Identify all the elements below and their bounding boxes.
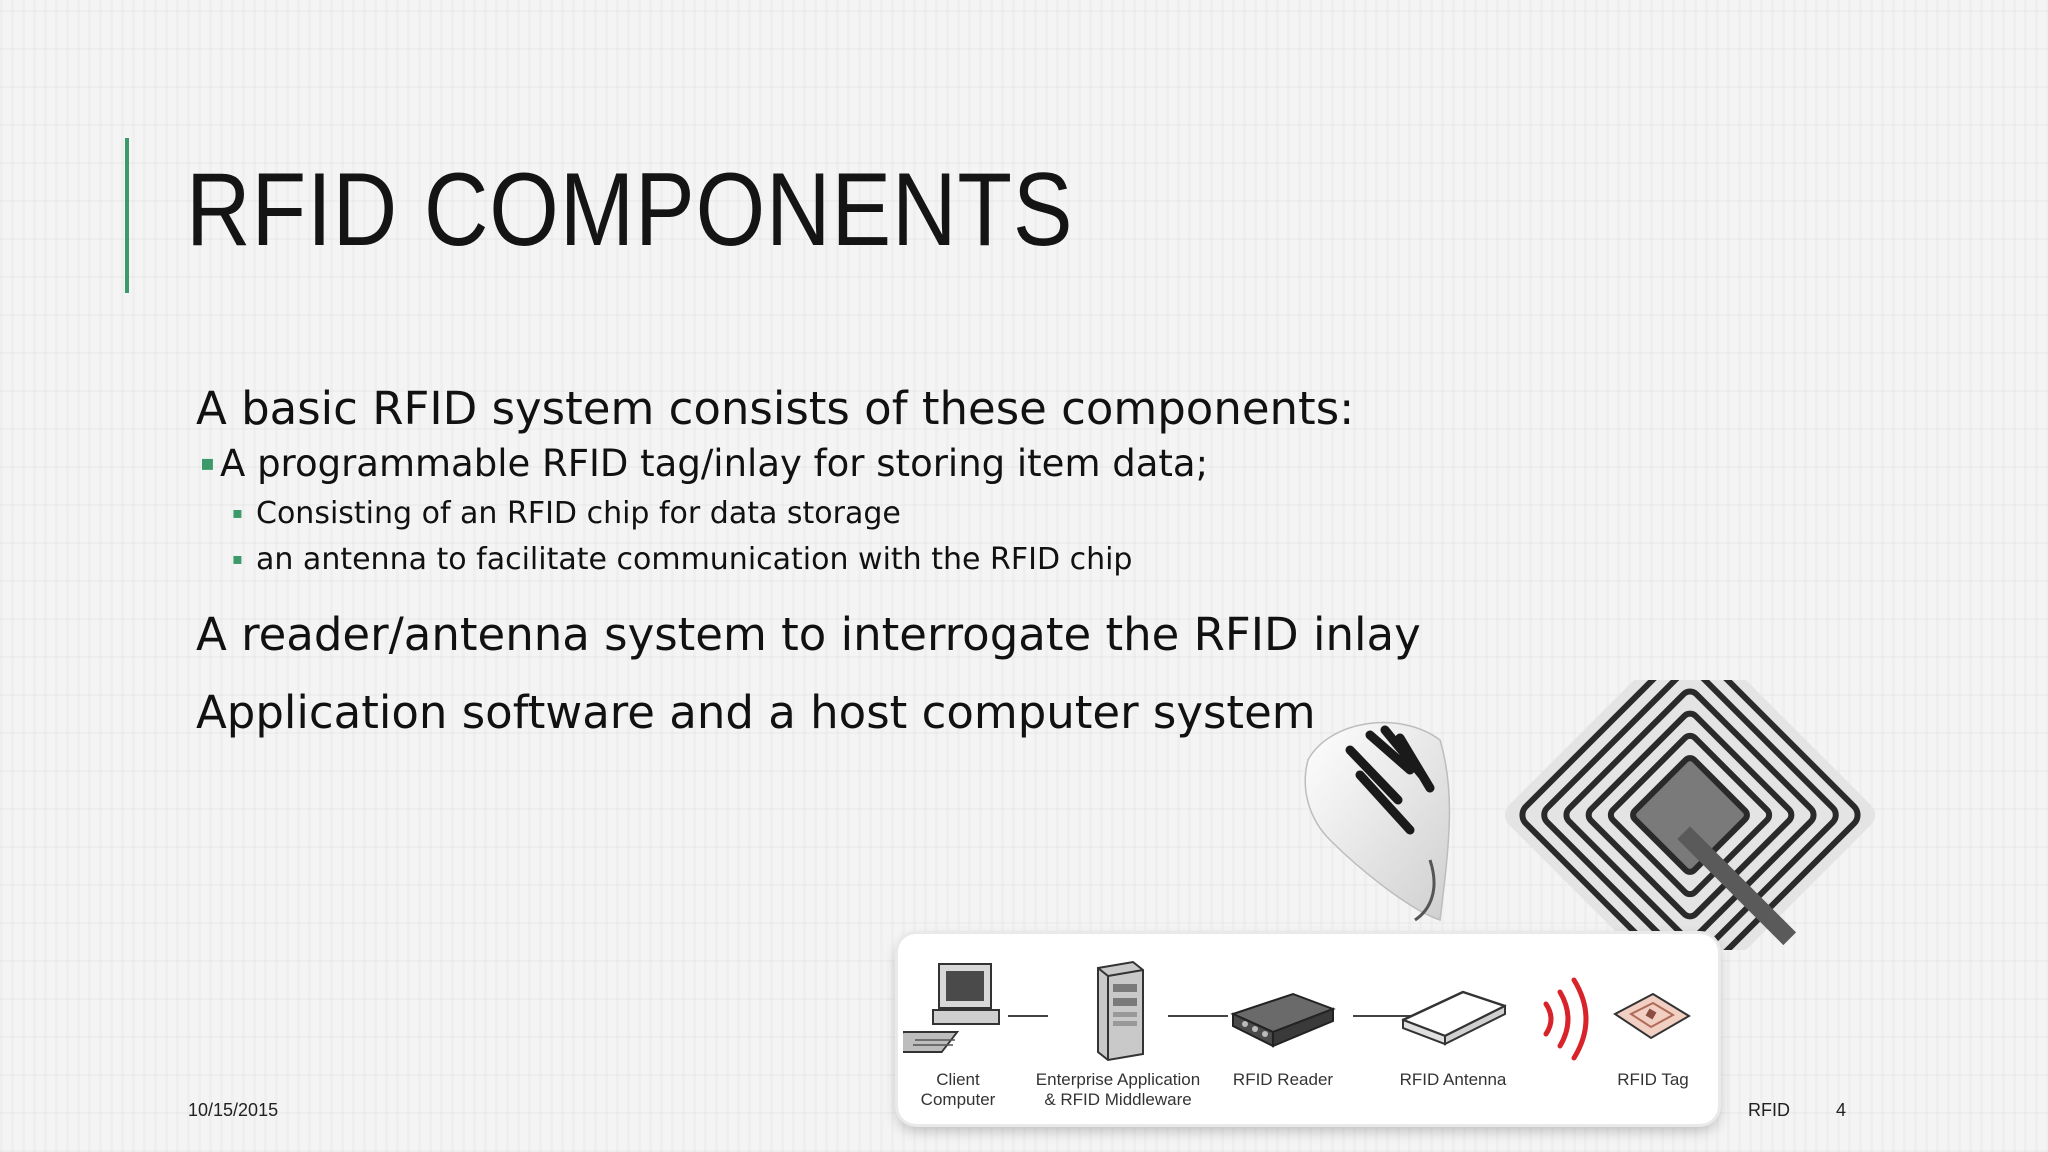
- curled-label-icon: [1304, 721, 1451, 922]
- title-accent-bar: [125, 138, 129, 293]
- diagram-node-label: RFID Tag: [1617, 1070, 1689, 1089]
- diagram-node-label: Client Computer: [920, 1070, 996, 1109]
- diagram-node-client-computer: Client Computer: [898, 954, 1018, 1110]
- body-line-software: Application software and a host computer…: [196, 686, 1316, 739]
- bullet-icon: ▪: [232, 549, 243, 568]
- body-line-basic-system: A basic RFID system consists of these co…: [196, 382, 1355, 435]
- diagram-node-label: RFID Reader: [1232, 1070, 1334, 1089]
- diagram-node-rfid-tag: RFID Tag: [1598, 954, 1708, 1090]
- antenna-icon: [1401, 990, 1507, 1046]
- rfid-system-diagram: Client Computer Enterprise Application &…: [898, 934, 1718, 1124]
- sub-bullet-chip: ▪ Consisting of an RFID chip for data sto…: [232, 490, 1496, 536]
- bullet-icon: ▪: [232, 503, 243, 522]
- spiral-antenna-tag-icon: [1504, 680, 1876, 950]
- server-icon: [1097, 960, 1144, 1062]
- diagram-node-label: Enterprise Application & RFID Middleware: [1035, 1070, 1201, 1109]
- slide-body: A basic RFID system consists of these co…: [196, 380, 1496, 742]
- body-line-reader: A reader/antenna system to interrogate t…: [196, 608, 1421, 661]
- footer-topic: RFID: [1748, 1100, 1790, 1120]
- diagram-node-rfid-antenna: RFID Antenna: [1388, 954, 1518, 1090]
- tag-icon: [1613, 992, 1691, 1040]
- radio-signal-icon: [1543, 977, 1589, 1061]
- slide-title: RFID COMPONENTS: [186, 152, 1074, 268]
- bullet-tag-inlay-text: A programmable RFID tag/inlay for storin…: [220, 442, 1209, 485]
- bullet-tag-inlay: ▪A programmable RFID tag/inlay for stori…: [200, 438, 1496, 490]
- bullet-icon: ▪: [200, 451, 215, 476]
- diagram-node-enterprise-middleware: Enterprise Application & RFID Middleware: [1033, 954, 1203, 1110]
- rfid-tag-illustration: [1304, 680, 1876, 950]
- sub-bullet-chip-text: Consisting of an RFID chip for data stor…: [256, 496, 901, 531]
- computer-icon: [903, 963, 1000, 1053]
- diagram-node-label: RFID Antenna: [1399, 1070, 1507, 1089]
- sub-bullet-antenna-text: an antenna to facilitate communication w…: [256, 542, 1133, 577]
- diagram-node-rfid-reader: RFID Reader: [1213, 954, 1353, 1090]
- sub-bullet-antenna: ▪ an antenna to facilitate communication …: [232, 536, 1496, 582]
- footer-date: 10/15/2015: [188, 1100, 279, 1120]
- reader-icon: [1230, 992, 1336, 1048]
- connection-lines: [1008, 1015, 1418, 1017]
- slide-number: 4: [1836, 1100, 1847, 1120]
